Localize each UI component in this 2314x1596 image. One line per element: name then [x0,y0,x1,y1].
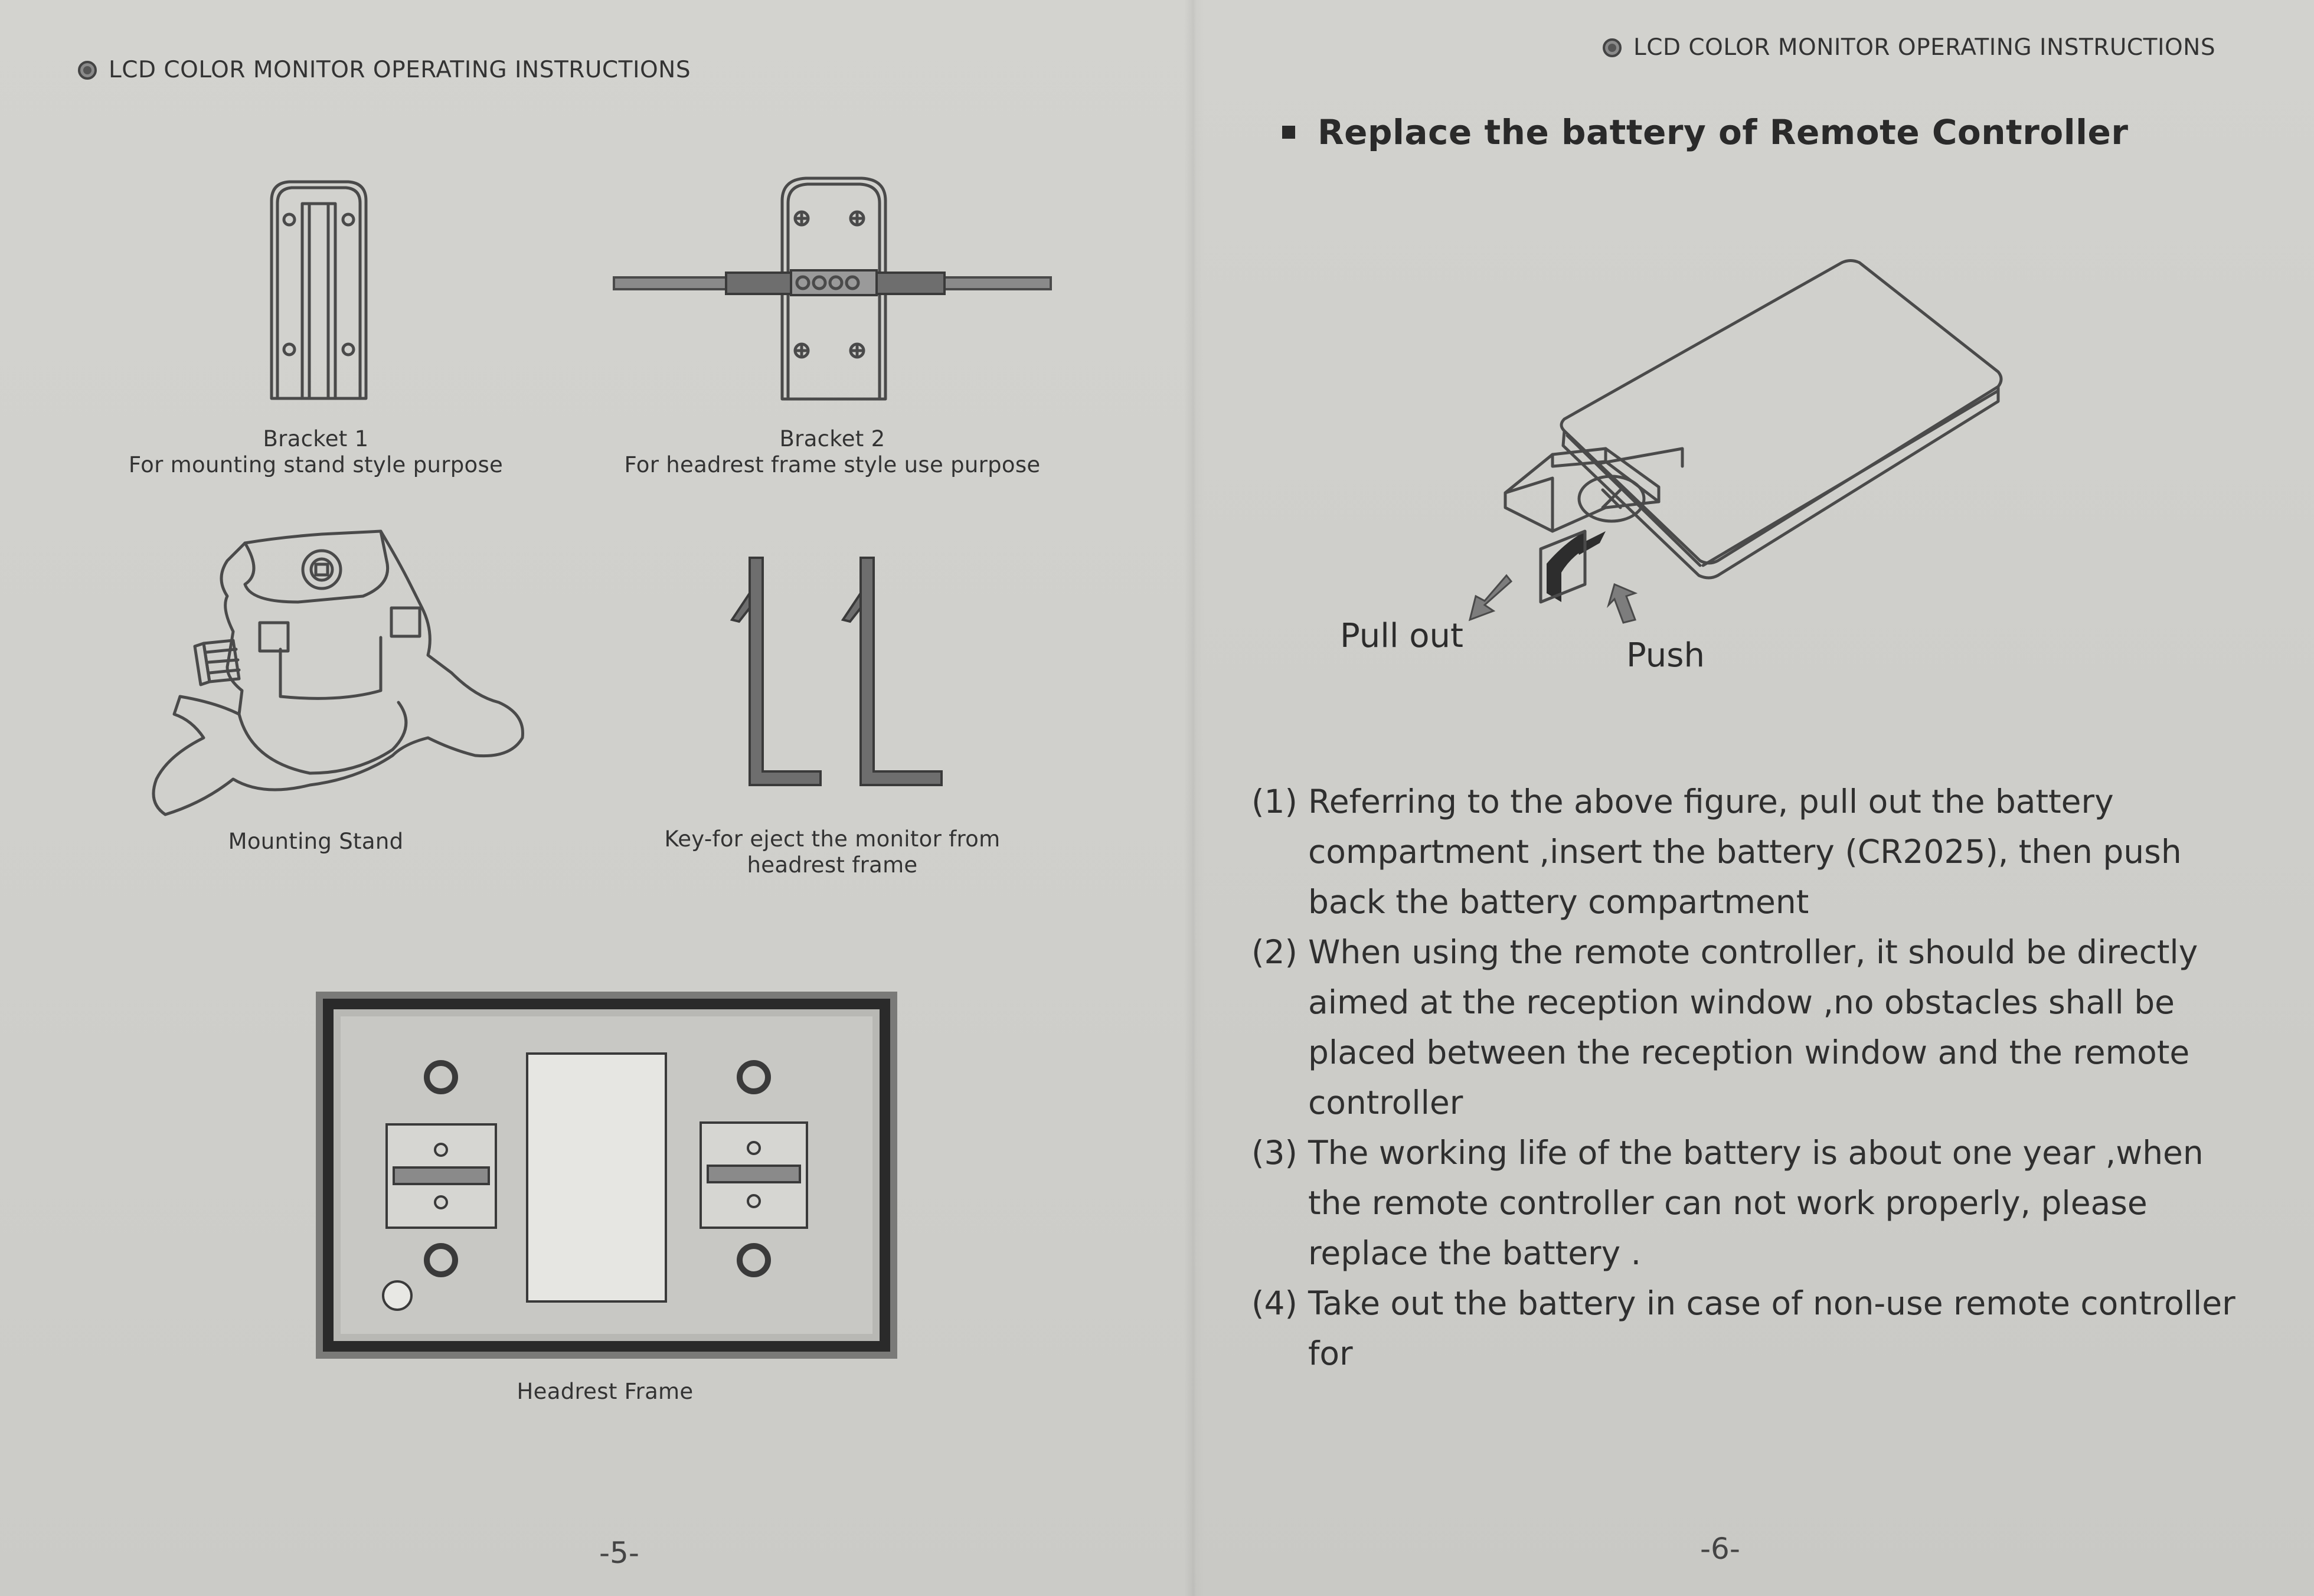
section-bullet-icon [1282,126,1295,139]
right-page-number: -6- [1700,1532,1740,1566]
bracket2-caption: Bracket 2 For headrest frame style use p… [590,426,1074,478]
instruction-text: Referring to the above figure, pull out … [1308,783,2182,921]
left-header-text: LCD COLOR MONITOR OPERATING INSTRUCTIONS [109,57,691,83]
instruction-number: (3) [1251,1134,1297,1172]
section-title: Replace the battery of Remote Controller [1282,112,2128,152]
bracket2-title: Bracket 2 [779,426,885,452]
page-fold [1184,0,1204,1596]
left-page-number: -5- [599,1536,639,1570]
key-caption: Key-for eject the monitor from headrest … [590,826,1074,878]
bracket1-illustration [270,180,368,400]
headrest-frame-illustration [316,992,897,1359]
right-header-text: LCD COLOR MONITOR OPERATING INSTRUCTIONS [1633,34,2216,61]
section-title-text: Replace the battery of Remote Controller [1318,112,2129,152]
headrest-frame-caption: Headrest Frame [398,1379,812,1405]
instruction-item: (3) The working life of the battery is a… [1251,1128,2255,1278]
instruction-text: Take out the battery in case of non-use … [1308,1284,2235,1372]
instruction-number: (1) [1251,783,1297,820]
key-caption-line1: Key-for eject the monitor from [664,826,1001,852]
mounting-stand-caption: Mounting Stand [109,829,522,855]
instruction-text: The working life of the battery is about… [1308,1134,2204,1272]
push-arrow-icon [1617,590,1619,591]
right-header: LCD COLOR MONITOR OPERATING INSTRUCTIONS [1603,34,2215,61]
instruction-number: (4) [1251,1284,1297,1322]
instruction-item: (1) Referring to the above figure, pull … [1251,777,2255,927]
header-bullet-icon [1603,38,1622,57]
push-label: Push [1626,636,1705,675]
bracket1-subtitle: For mounting stand style purpose [128,452,504,478]
mounting-stand-title: Mounting Stand [228,829,404,854]
bracket2-subtitle: For headrest frame style use purpose [624,452,1041,478]
key-caption-line2: headrest frame [747,852,918,878]
bracket2-illustration [613,176,1052,401]
header-bullet-icon [78,60,97,80]
pull-out-label: Pull out [1340,617,1463,655]
headrest-frame-title: Headrest Frame [517,1379,694,1404]
instruction-item: (2) When using the remote controller, it… [1251,927,2255,1128]
mounting-stand-illustration [152,529,524,816]
instruction-item: (4) Take out the battery in case of non-… [1251,1278,2255,1379]
bracket1-caption: Bracket 1 For mounting stand style purpo… [109,426,522,478]
right-page [1192,0,2314,1596]
instruction-text: When using the remote controller, it sho… [1308,933,2198,1121]
bracket1-title: Bracket 1 [263,426,369,452]
instruction-number: (2) [1251,933,1297,971]
left-header: LCD COLOR MONITOR OPERATING INSTRUCTIONS [78,57,691,83]
instruction-list: (1) Referring to the above figure, pull … [1251,777,2255,1379]
pull-arrow-icon [1464,596,1465,597]
key-illustration [730,557,943,786]
remote-controller-illustration [1468,259,2003,624]
